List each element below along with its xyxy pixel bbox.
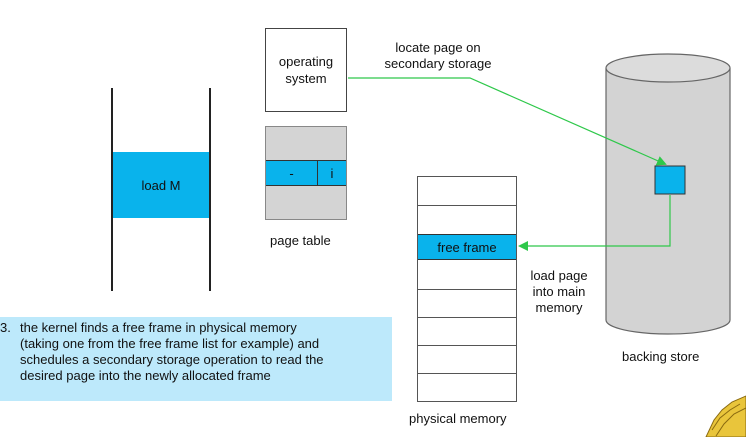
- page-table-entry: - i: [266, 160, 346, 186]
- memory-frame-divider: [418, 289, 516, 290]
- step-line: desired page into the newly allocated fr…: [20, 368, 271, 383]
- operating-system-box: operating system: [265, 28, 347, 112]
- memory-frame-divider: [418, 317, 516, 318]
- process-right-line: [209, 88, 211, 291]
- page-table-valid-bit: i: [330, 165, 334, 181]
- physical-memory-label: physical memory: [409, 411, 507, 426]
- corner-decoration-icon: [705, 395, 746, 437]
- step-number: 3.: [0, 320, 11, 335]
- step-line: (taking one from the free frame list for…: [20, 336, 320, 351]
- free-frame: free frame: [418, 234, 516, 260]
- locate-page-arrow: [348, 77, 667, 166]
- page-table-label: page table: [270, 233, 331, 248]
- os-label-line1: operating: [278, 54, 334, 69]
- page-table-frame-cell: -: [266, 161, 318, 185]
- locate-page-line2: secondary storage: [384, 56, 492, 71]
- memory-frame-divider: [418, 345, 516, 346]
- load-page-arrow: [518, 195, 671, 251]
- load-page-label: load page into main memory: [524, 268, 594, 316]
- step-description: 3. the kernel finds a free frame in phys…: [0, 317, 392, 401]
- load-instruction: load M: [113, 152, 209, 218]
- step-line: schedules a secondary storage operation …: [20, 352, 324, 367]
- step-line: the kernel finds a free frame in physica…: [20, 320, 297, 335]
- process-left-line: [111, 88, 113, 291]
- backing-store-label: backing store: [622, 349, 700, 364]
- physical-memory: free frame: [417, 176, 517, 402]
- load-page-line1: load page: [530, 268, 588, 283]
- memory-frame-divider: [418, 373, 516, 374]
- locate-page-line1: locate page on: [395, 40, 481, 55]
- backing-store-cylinder: [605, 53, 731, 335]
- load-page-line3: memory: [535, 300, 583, 315]
- load-instruction-label: load M: [141, 177, 181, 193]
- load-page-line2: into main: [532, 284, 586, 299]
- page-table: - i: [265, 126, 347, 220]
- os-label-line2: system: [285, 71, 327, 86]
- backing-store-page: [654, 165, 686, 195]
- locate-page-label: locate page on secondary storage: [373, 40, 503, 72]
- memory-frame-divider: [418, 205, 516, 206]
